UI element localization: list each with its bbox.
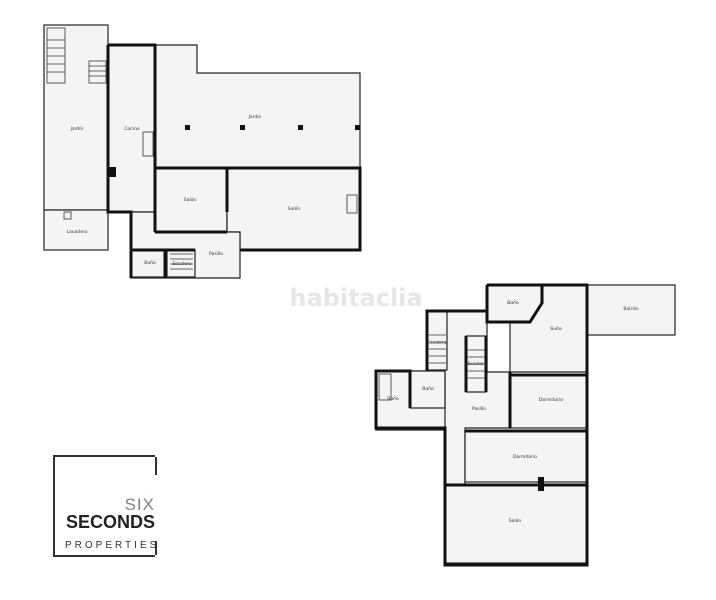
logo-frame [155,541,157,555]
room-label: Jardín [70,125,84,132]
column [538,477,544,491]
room-label: Salón [509,517,522,524]
room-bedroom [464,430,588,483]
room-label: Salón [184,196,197,203]
room-label: Pasillo [209,251,223,257]
room-bathroom [409,370,446,409]
room-laundry [43,209,109,251]
fireplace-icon [346,194,358,214]
room-living [444,484,588,564]
room-label: Jardín [248,113,262,120]
room-bedroom [509,374,588,429]
watermark: habitaclia [289,284,422,312]
room-label: Dormitorio [513,454,537,460]
room-stairs [166,249,196,278]
company-logo: SIX SECONDS PROPERTIES [53,455,157,557]
logo-frame [155,457,157,475]
room-label: Lavadero [67,229,88,235]
room-label: Salón [288,205,301,212]
room-label: Baño [144,260,156,266]
room-label: Escalera [172,261,191,267]
room-label: Suite [550,326,562,332]
room-label: Escalera [467,361,486,367]
room-label: Cocina [124,126,139,132]
logo-text-seconds: SECONDS [65,512,155,532]
room-label: Baño [507,300,519,306]
room-garden-main [154,44,361,169]
column [108,167,116,177]
stairs-icon [46,27,193,270]
room-label: Baño [387,396,399,402]
walls [106,43,362,278]
bathtub-icon [378,373,392,401]
room-label: Escalera [427,340,446,346]
stairs-icon [429,334,485,379]
room-bathroom [130,249,166,278]
ground-floor-plan: Jardín Lavadero Cocina Jardín Salón Saló… [43,24,362,279]
room-balcony [586,284,676,336]
room-label: Pasillo [472,406,486,412]
column [298,125,303,130]
room-kitchen [107,44,156,213]
logo-text-properties: PROPERTIES [65,540,160,551]
room-garden-left [43,24,109,211]
room-label: Baño [422,386,434,392]
logo-text-six: SIX [124,495,155,514]
column [355,125,360,130]
walls [374,283,589,567]
upper-floor-plan: Baño Suite Balcón Escalera Escalera Baño… [374,283,676,567]
room-label: Dormitorio [539,397,563,403]
room-label: Balcón [623,305,638,312]
washer-icon [63,211,72,220]
kitchen-counter-icon [142,131,154,157]
column [240,125,245,130]
column [185,125,190,130]
